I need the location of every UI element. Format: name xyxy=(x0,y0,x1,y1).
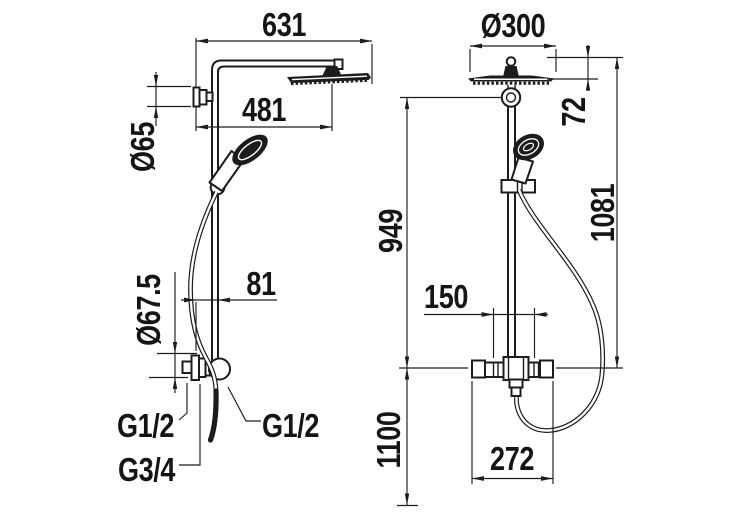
hand-shower-head-front-ring2 xyxy=(522,142,535,152)
dim-pivot-to-valve-label: 949 xyxy=(374,209,410,253)
hand-shower-head-side-detail xyxy=(237,139,263,161)
arrow-1081-top xyxy=(614,57,620,69)
dim-valve-height-label: 1100 xyxy=(372,411,408,468)
valve-outlet-stub xyxy=(508,378,524,389)
dim-bracket-diameter-label: Ø65 xyxy=(126,122,162,172)
overhead-shower-nozzles xyxy=(290,78,368,86)
arrow-65-bottom xyxy=(153,106,159,118)
valve-center-body xyxy=(502,356,530,381)
pivot-ring-inner xyxy=(505,92,517,103)
dim-arm-reach-label: 481 xyxy=(242,93,286,129)
arrow-272-left xyxy=(472,476,484,481)
arrow-949-top xyxy=(404,97,410,109)
pivot-ring-outer xyxy=(500,87,522,108)
arrow-67-5-top xyxy=(172,342,178,354)
arrow-150-right xyxy=(534,312,547,317)
front-ball xyxy=(505,56,517,67)
dim-head-to-valve-label: 1081 xyxy=(586,184,622,243)
arrow-1100-bottom xyxy=(404,493,410,505)
label-inlet-right-thread: G1/2 xyxy=(262,409,319,445)
arrow-1081-bottom xyxy=(614,356,620,368)
hand-shower-handle-front xyxy=(510,156,534,185)
dimension-annotations xyxy=(147,38,623,507)
leader-inlet-left xyxy=(178,383,188,421)
arrow-949-bottom xyxy=(404,356,410,368)
arrow-72-bottom xyxy=(585,79,591,91)
riser-pipe-inner xyxy=(217,65,335,362)
arrow-631-left xyxy=(196,38,208,44)
hose-front-core xyxy=(515,189,604,432)
dim-head-to-pivot-label: 72 xyxy=(557,97,593,126)
head-ball-joint xyxy=(322,66,342,76)
arrow-150-left xyxy=(481,312,494,317)
dim-supply-centers-label: 150 xyxy=(424,280,468,316)
hand-shower-head-front-ring1 xyxy=(517,138,540,156)
front-view xyxy=(468,56,606,433)
hose-side-end xyxy=(207,388,219,443)
arrow-81-right xyxy=(218,297,230,303)
leader-hose-thread xyxy=(179,384,201,466)
leader-inlet-right xyxy=(227,386,261,422)
arrow-1100-top xyxy=(404,368,410,380)
arrow-65-top xyxy=(153,75,159,87)
dim-valve-width-label: 272 xyxy=(490,442,534,478)
front-ball-joint-cone xyxy=(503,66,519,77)
supply-escutcheon-side xyxy=(190,354,200,381)
label-inlet-left-thread: G1/2 xyxy=(117,409,174,445)
dim-side-overall-depth-label: 631 xyxy=(262,8,306,44)
wall-bracket-stem xyxy=(205,91,214,102)
dim-escutcheon-diameter-label: Ø67.5 xyxy=(132,274,168,346)
arm-end-cap xyxy=(333,58,344,70)
arrow-72-top xyxy=(585,46,591,58)
arrow-300-right xyxy=(544,43,556,49)
arrow-81-left xyxy=(184,297,196,303)
wall-bracket-body xyxy=(198,89,208,106)
valve-right-block xyxy=(539,359,554,379)
dim-head-diameter-label: Ø300 xyxy=(481,9,546,45)
side-view xyxy=(181,58,371,443)
dimension-labels: 631 481 Ø65 Ø67.5 81 G1/2 G3/4 G1/2 Ø300… xyxy=(117,8,622,489)
overhead-shower-highlight xyxy=(291,75,368,81)
arrow-272-right xyxy=(541,476,553,481)
supply-stub-side xyxy=(181,360,193,374)
arrow-481-left xyxy=(196,124,208,130)
arrow-300-left xyxy=(470,43,482,49)
hand-shower-head-side xyxy=(232,134,268,166)
arrow-481-right xyxy=(320,124,332,130)
hose-connector-nut xyxy=(510,386,522,397)
arrow-631-right xyxy=(360,38,372,44)
label-hose-thread: G3/4 xyxy=(118,453,176,489)
dim-wall-offset-label: 81 xyxy=(246,267,275,303)
valve-left-block xyxy=(471,359,486,379)
riser-pipe-outer xyxy=(211,59,335,362)
arrow-67-5-bottom xyxy=(172,377,178,389)
